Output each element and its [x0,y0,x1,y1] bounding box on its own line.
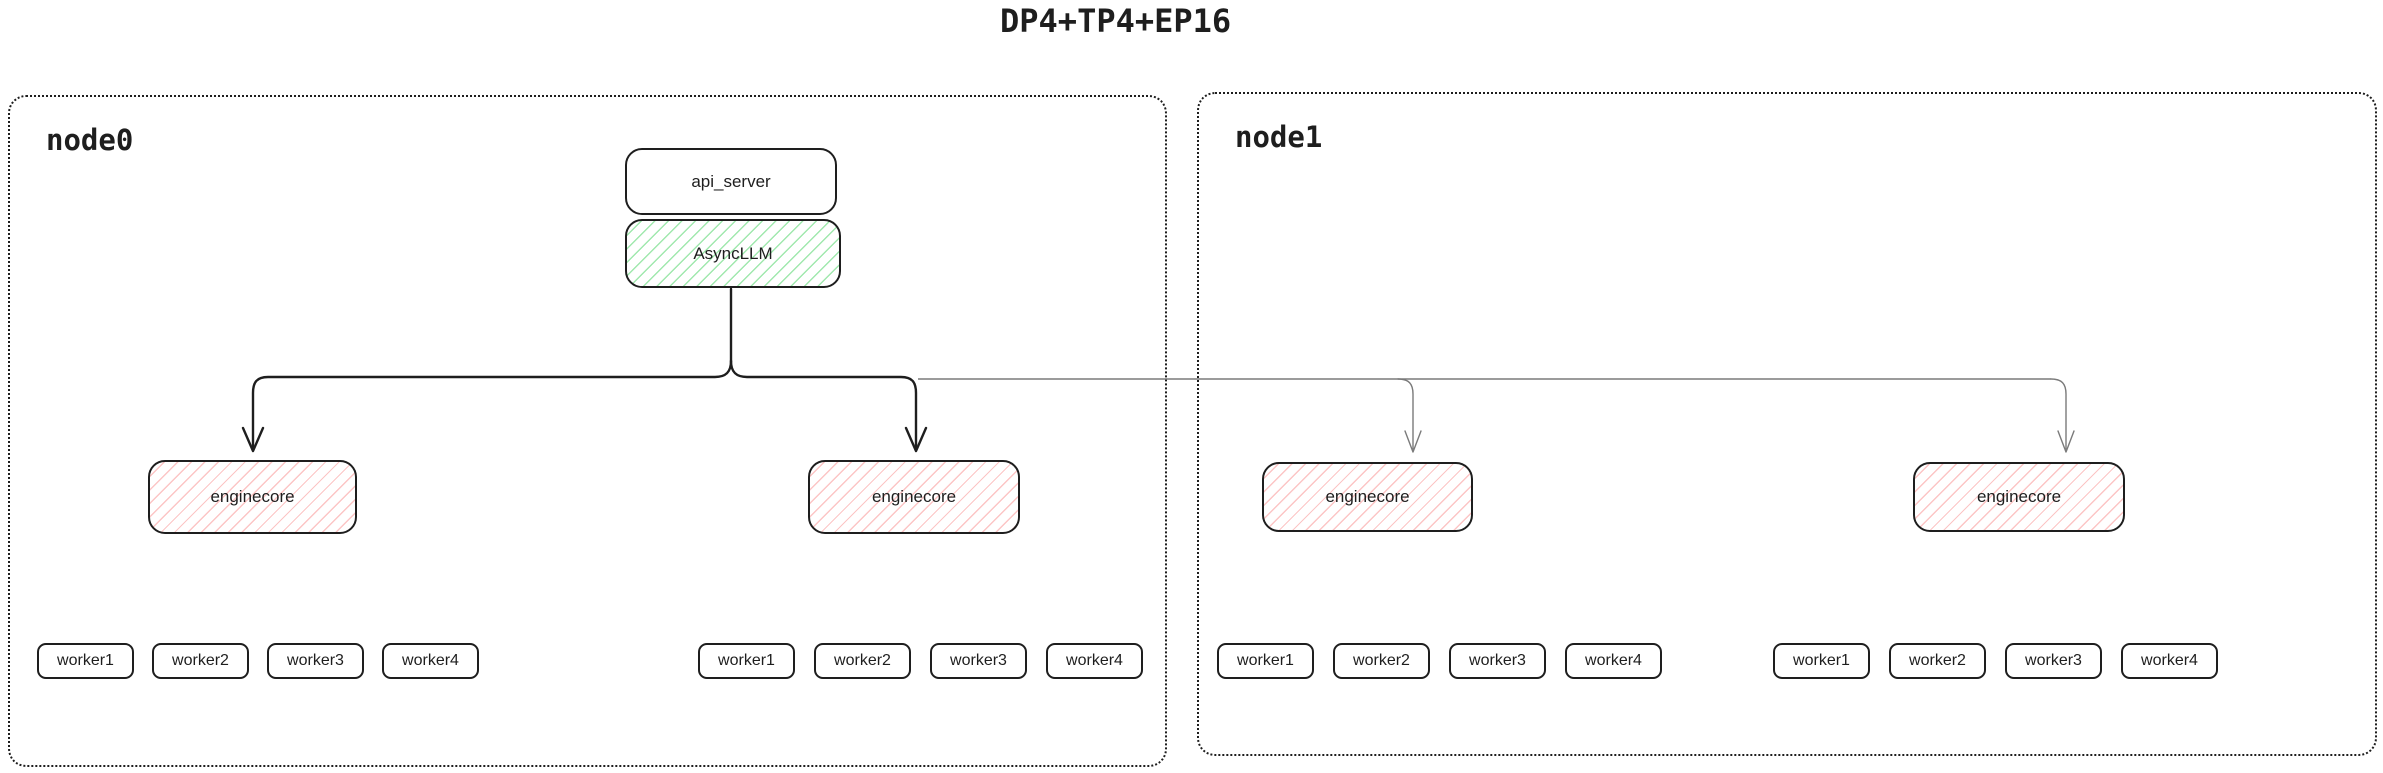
worker-label: worker3 [950,652,1007,669]
enginecore-label: enginecore [1976,487,2062,506]
node1-enginecore-2-box: enginecore [1913,462,2125,532]
worker-box: worker4 [1046,643,1143,679]
asyncllm-box: AsyncLLM [625,219,841,288]
worker-box: worker4 [1565,643,1662,679]
node0-enginecore-2-box: enginecore [808,460,1020,534]
node1-group: node1 [1197,92,2377,756]
worker-label: worker2 [834,652,891,669]
worker-label: worker2 [1909,652,1966,669]
worker-label: worker3 [1469,652,1526,669]
worker-label: worker3 [2025,652,2082,669]
worker-box: worker2 [1889,643,1986,679]
node1-worker-group-2: worker1 worker2 worker3 worker4 [1773,643,2218,679]
worker-box: worker2 [152,643,249,679]
api-server-box: api_server [625,148,837,215]
api-server-label: api_server [691,171,771,191]
node1-worker-group-1: worker1 worker2 worker3 worker4 [1217,643,1662,679]
worker-label: worker4 [2141,652,2198,669]
worker-box: worker1 [1217,643,1314,679]
enginecore-label: enginecore [1325,487,1410,506]
node0-group: node0 [8,95,1167,767]
worker-label: worker1 [718,652,775,669]
worker-label: worker2 [1353,652,1410,669]
node0-label: node0 [46,123,134,157]
worker-box: worker1 [698,643,795,679]
node0-enginecore-1-box: enginecore [148,460,357,534]
enginecore-label: enginecore [871,487,957,506]
worker-box: worker2 [814,643,911,679]
asyncllm-label: AsyncLLM [693,243,773,263]
node1-enginecore-1-box: enginecore [1262,462,1473,532]
worker-box: worker4 [382,643,479,679]
enginecore-label: enginecore [210,487,295,506]
worker-label: worker4 [402,652,459,669]
worker-label: worker4 [1585,652,1642,669]
worker-label: worker4 [1066,652,1123,669]
worker-label: worker3 [287,652,344,669]
worker-box: worker2 [1333,643,1430,679]
worker-label: worker1 [1237,652,1294,669]
worker-box: worker4 [2121,643,2218,679]
worker-box: worker3 [930,643,1027,679]
node0-worker-group-2: worker1 worker2 worker3 worker4 [698,643,1143,679]
diagram-title: DP4+TP4+EP16 [1000,2,1232,40]
worker-box: worker3 [1449,643,1546,679]
worker-label: worker1 [1793,652,1850,669]
worker-box: worker1 [1773,643,1870,679]
worker-box: worker3 [2005,643,2102,679]
worker-label: worker1 [57,652,114,669]
node1-label: node1 [1235,120,1323,154]
worker-label: worker2 [172,652,229,669]
worker-box: worker1 [37,643,134,679]
node0-worker-group-1: worker1 worker2 worker3 worker4 [37,643,479,679]
worker-box: worker3 [267,643,364,679]
